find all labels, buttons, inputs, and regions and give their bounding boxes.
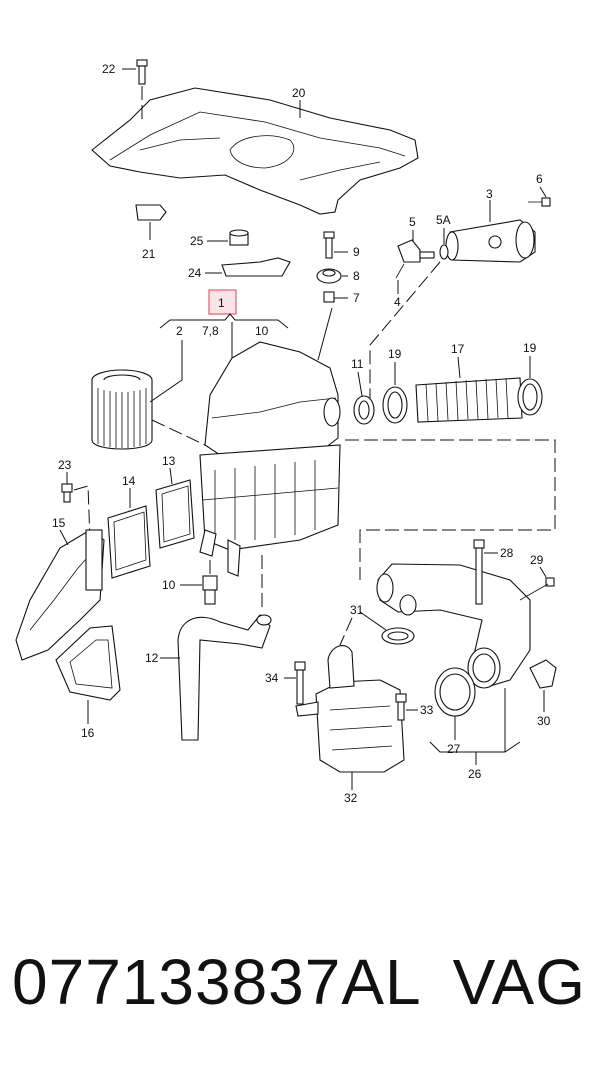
callout-22: 22 (102, 62, 116, 76)
air-filter-housing-icon (199, 341, 341, 577)
air-filter-element-2-icon (91, 369, 153, 450)
callout-32: 32 (344, 791, 358, 805)
callout-19-left: 19 (388, 347, 402, 361)
bolt-29-icon (519, 577, 555, 601)
bolt-28-icon (473, 539, 485, 605)
callout-9: 9 (353, 245, 360, 259)
callout-25: 25 (190, 234, 204, 248)
duct-cover-16-icon (55, 625, 121, 701)
callout-5: 5 (409, 215, 416, 229)
callout-13: 13 (162, 454, 176, 468)
callout-14: 14 (122, 474, 136, 488)
callout-34: 34 (265, 671, 279, 685)
callout-21: 21 (142, 247, 156, 261)
intake-hose-17-icon (415, 377, 523, 423)
air-mass-meter-3-icon (445, 219, 536, 263)
callout-16: 16 (81, 726, 95, 740)
oring-5a-icon (439, 244, 449, 260)
callout-8: 8 (353, 269, 360, 283)
resonator-32-icon (295, 645, 405, 773)
callout-15: 15 (52, 516, 66, 530)
air-duct-15-icon (15, 529, 105, 661)
drain-hose-12-icon (177, 614, 272, 741)
screw-33-icon (395, 693, 407, 721)
callout-29: 29 (530, 553, 544, 567)
callout-12: 12 (145, 651, 159, 665)
seal-ring-11-icon (353, 395, 375, 425)
callout-7: 7 (353, 291, 360, 305)
screw-34-icon (294, 661, 306, 705)
part-number: 077133837AL (12, 946, 422, 1018)
callout-1: 1 (218, 296, 225, 310)
callout-26: 26 (468, 767, 482, 781)
callout-23: 23 (58, 458, 72, 472)
grommet-8-icon (316, 268, 342, 284)
callout-5a: 5A (436, 213, 451, 227)
screw-6-icon (528, 197, 551, 207)
callout-19-right: 19 (523, 341, 537, 355)
clip-21-icon (135, 204, 167, 221)
callout-20: 20 (292, 86, 306, 100)
callout-28: 28 (500, 546, 514, 560)
callout-31: 31 (350, 603, 364, 617)
screw-4-icon (395, 263, 405, 279)
nut-25-icon (229, 229, 249, 246)
hose-clamp-19b-icon (517, 378, 543, 416)
brand-name: VAG (452, 946, 586, 1018)
connector-30-icon (529, 659, 557, 689)
exploded-parts-diagram: 20 22 21 25 24 9 8 7 (15, 59, 557, 805)
gasket-13-icon (155, 479, 195, 549)
hose-clamp-19a-icon (382, 386, 408, 424)
callout-6: 6 (536, 172, 543, 186)
callout-24: 24 (188, 266, 202, 280)
oring-27-icon (434, 667, 476, 717)
callout-11: 11 (351, 357, 364, 371)
bracket-24-icon (221, 257, 291, 277)
callout-17: 17 (451, 342, 465, 356)
callout-3: 3 (486, 187, 493, 201)
callout-27: 27 (447, 742, 461, 756)
callout-10: 10 (255, 324, 269, 338)
screw-23-icon (61, 483, 73, 503)
callout-2: 2 (176, 324, 183, 338)
engine-cover-part (91, 87, 419, 215)
callout-30: 30 (537, 714, 551, 728)
clamp-31-icon (381, 594, 417, 645)
valve-10-icon (202, 575, 218, 605)
connector-5-icon (397, 239, 435, 263)
bush-7-icon (323, 291, 335, 303)
screw-22-icon (136, 59, 148, 85)
gasket-14-icon (107, 505, 151, 579)
caption-bar: 077133837AL VAG (0, 940, 600, 1030)
callout-4: 4 (394, 295, 401, 309)
callout-33: 33 (420, 703, 434, 717)
bolt-9-icon (323, 231, 335, 259)
callout-7-8: 7,8 (202, 324, 219, 338)
callout-10-valve: 10 (162, 578, 176, 592)
